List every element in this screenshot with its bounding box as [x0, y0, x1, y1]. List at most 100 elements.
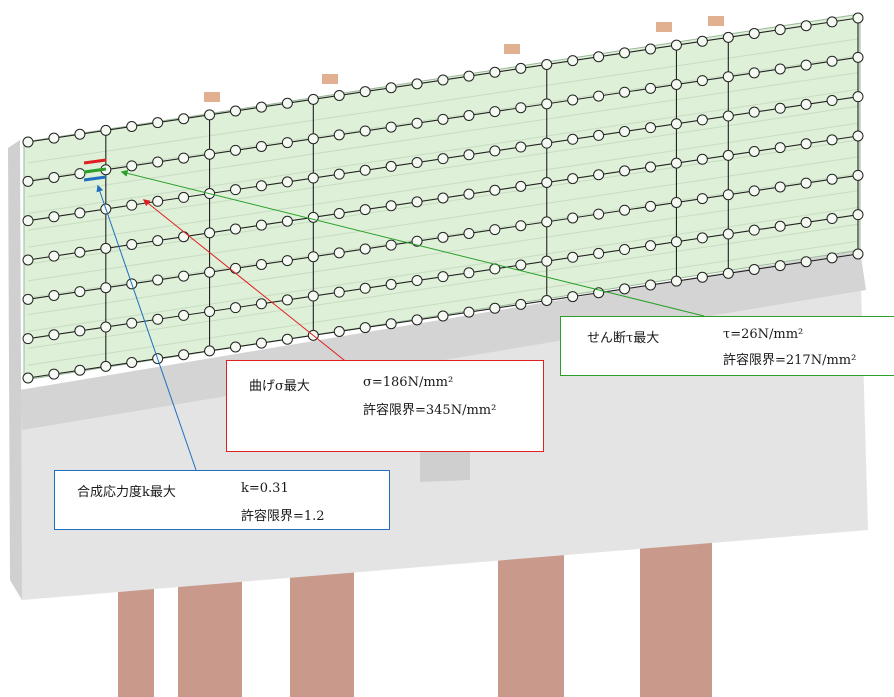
mesh-node [515, 220, 527, 232]
mesh-node [541, 295, 553, 306]
mesh-node [281, 215, 293, 227]
mesh-node [281, 333, 293, 345]
mesh-node [670, 157, 682, 169]
mesh-node [567, 94, 579, 106]
mesh-node [670, 275, 682, 287]
mesh-node [489, 66, 501, 78]
mesh-node [333, 286, 345, 298]
mesh-node [74, 325, 86, 337]
mesh-node [722, 71, 734, 83]
mesh-node [800, 138, 812, 150]
mesh-node [670, 39, 682, 51]
mesh-node [359, 204, 371, 216]
mesh-node [645, 240, 656, 252]
mesh-node [385, 278, 397, 290]
mesh-node [307, 93, 319, 105]
mesh-node [696, 193, 708, 205]
mesh-node [178, 152, 190, 164]
mesh-node [696, 75, 708, 87]
mesh-node [48, 329, 60, 341]
mesh-node [100, 282, 112, 294]
mesh-node [178, 270, 190, 282]
mesh-node [126, 317, 138, 329]
panel-stripe [27, 240, 859, 366]
mesh-node [670, 78, 682, 90]
mesh-node [748, 28, 760, 39]
mesh-node [126, 160, 138, 172]
mesh-node [645, 161, 656, 173]
mesh-node [22, 136, 34, 148]
mesh-node [722, 267, 734, 279]
mesh-node [281, 176, 293, 188]
mesh-node [126, 121, 138, 132]
mesh-node [178, 309, 190, 321]
mesh-node [385, 160, 397, 172]
panel-stripe [27, 190, 859, 316]
mesh-node [307, 251, 319, 263]
mesh-node [411, 78, 423, 90]
mesh-node [722, 31, 734, 43]
mesh-node [489, 224, 501, 236]
mesh-node [748, 146, 760, 157]
mesh-node [411, 235, 423, 247]
mesh-node [852, 91, 864, 103]
mesh-node [48, 289, 60, 301]
combined-leader-arrow [96, 184, 197, 471]
mesh-node [619, 165, 631, 177]
mesh-node [230, 262, 241, 274]
mesh-node [463, 149, 475, 161]
panel-stripe [27, 38, 859, 164]
mesh-node [515, 259, 527, 271]
mesh-node [774, 260, 786, 272]
mesh-node [359, 243, 371, 255]
panel-stripe [27, 122, 859, 248]
mesh-node [74, 286, 86, 298]
mesh-node [230, 144, 241, 156]
mesh-node [696, 153, 708, 165]
mesh-node [515, 180, 527, 192]
panel-stripe [27, 156, 859, 282]
mesh-node [100, 321, 112, 333]
mesh-node [411, 117, 423, 129]
mesh-node [152, 156, 164, 168]
shear-max-label: せん断τ最大 [587, 331, 660, 346]
mesh-node [852, 169, 864, 181]
mesh-node [696, 232, 708, 244]
mesh-node [307, 133, 319, 145]
mesh-node [748, 185, 760, 197]
mesh-node [255, 337, 267, 349]
mesh-node [204, 227, 216, 239]
mesh-node [48, 171, 60, 183]
mesh-node [333, 326, 345, 337]
mesh-node [385, 82, 397, 94]
mesh-node [748, 264, 760, 275]
mesh-node [826, 213, 838, 225]
shear-leader-arrow [120, 169, 705, 317]
mesh-node [541, 98, 553, 110]
mesh-node [463, 70, 475, 82]
mesh-node [774, 24, 786, 36]
mesh-node [100, 360, 112, 372]
mesh-node [437, 231, 449, 243]
mesh-node [567, 55, 579, 67]
mesh-node [619, 47, 631, 59]
mesh-node [852, 209, 864, 221]
mesh-node [411, 157, 423, 169]
mesh-node [281, 294, 293, 306]
mesh-node [541, 59, 553, 70]
mesh-node [567, 212, 579, 224]
combined-max-marker [83, 175, 107, 182]
mesh-node [230, 302, 241, 314]
mesh-node [126, 357, 138, 368]
mesh-node [178, 231, 190, 243]
mesh-node [463, 188, 475, 200]
mesh-node [567, 291, 579, 303]
mesh-node [307, 290, 319, 302]
mesh-node [800, 20, 812, 32]
mesh-node [826, 252, 838, 264]
mesh-node [696, 35, 708, 47]
mesh-node [359, 282, 371, 294]
mesh-node [593, 129, 605, 141]
mesh-node [774, 220, 786, 232]
mesh-node [204, 109, 216, 121]
